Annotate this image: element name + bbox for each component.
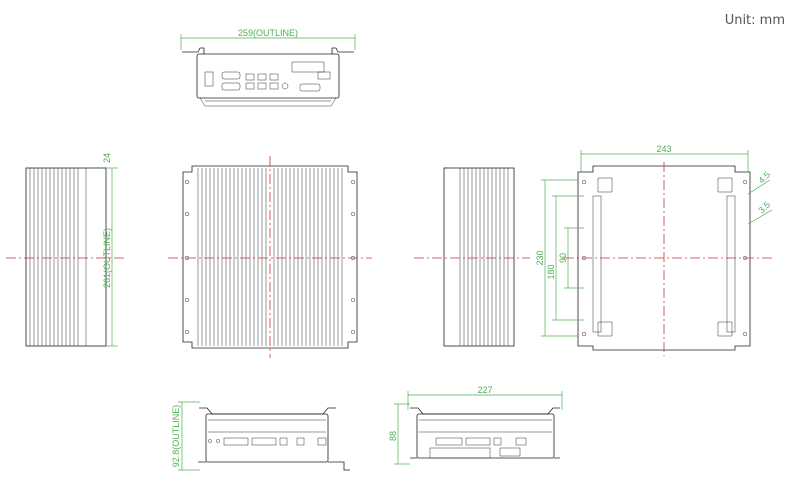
- unit-label: Unit: mm: [724, 13, 785, 28]
- dim-rear-height: 88: [388, 431, 398, 441]
- dim-mount-h3: 90: [558, 253, 568, 263]
- dim-side-flange: 24: [102, 153, 112, 163]
- bottom-view: 243 230 180 90 4.5 3.5: [535, 144, 772, 356]
- dim-front-height: 92.8(OUTLINE): [171, 405, 181, 468]
- rear-view: 227 88: [388, 385, 563, 465]
- dim-bottom-width: 243: [656, 144, 671, 154]
- dim-mount-h2: 180: [546, 264, 556, 279]
- dim-top-width: 259(OUTLINE): [238, 28, 298, 38]
- dim-rear-width: 227: [477, 385, 492, 395]
- dim-hole-b: 3.5: [756, 199, 772, 215]
- top-view: 259(OUTLINE): [180, 28, 356, 107]
- dim-side-depth: 261(OUTLINE): [102, 228, 112, 288]
- main-view: [168, 156, 372, 358]
- dim-hole-a: 4.5: [756, 169, 772, 185]
- dim-mount-h1: 230: [535, 250, 545, 265]
- left-side-view: 261(OUTLINE) 24: [6, 153, 126, 347]
- front-view: 92.8(OUTLINE): [171, 401, 350, 471]
- right-side-view: [414, 167, 530, 347]
